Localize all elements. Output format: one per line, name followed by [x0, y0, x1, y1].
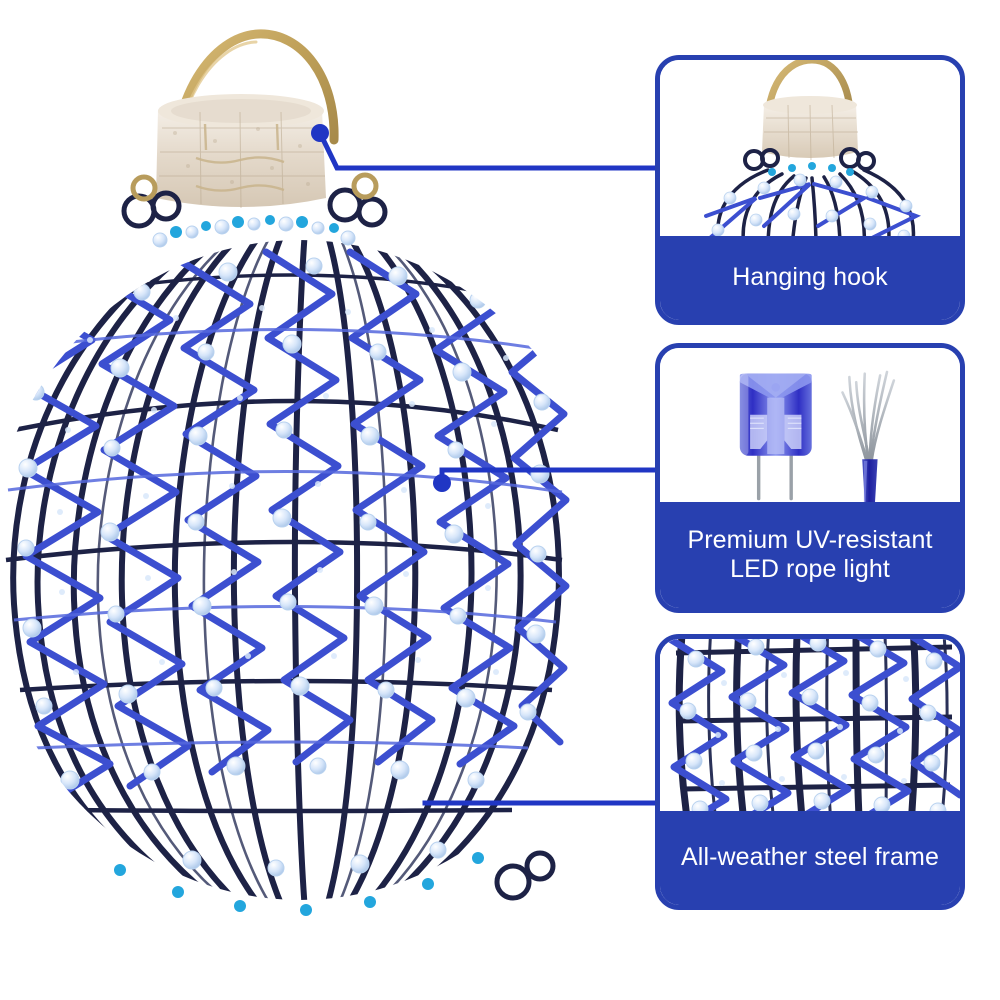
callout-label-line-1: Hanging hook	[732, 263, 888, 292]
callout-label-line-2: LED rope light	[730, 555, 890, 583]
crown-collar-graphic	[156, 94, 326, 209]
callout-label-line-1: Premium UV-resistant	[687, 525, 933, 554]
callout-image-steel-frame	[660, 639, 960, 811]
callout-label-hanging-hook: Hanging hook	[660, 236, 960, 320]
bottom-bead-row	[114, 852, 484, 916]
top-bead-row	[170, 215, 339, 238]
top-bead-row-light	[152, 216, 356, 248]
callout-label-led-rope-light: Premium UV-resistant LED rope light	[660, 502, 960, 608]
callout-image-hanging-hook	[660, 60, 960, 236]
callout-image-led-rope-light	[660, 348, 960, 502]
wire-loops-graphic	[121, 172, 388, 229]
callout-card-led-rope-light[interactable]: Premium UV-resistant LED rope light	[655, 343, 965, 613]
product-image	[5, 29, 570, 916]
callout-label-steel-frame: All-weather steel frame	[660, 811, 960, 905]
callout-label-line-1: All-weather steel frame	[681, 843, 939, 872]
callout-card-hanging-hook[interactable]: Hanging hook	[655, 55, 965, 325]
ball-frame-graphic	[5, 240, 570, 900]
callout-card-steel-frame[interactable]: All-weather steel frame	[655, 634, 965, 910]
